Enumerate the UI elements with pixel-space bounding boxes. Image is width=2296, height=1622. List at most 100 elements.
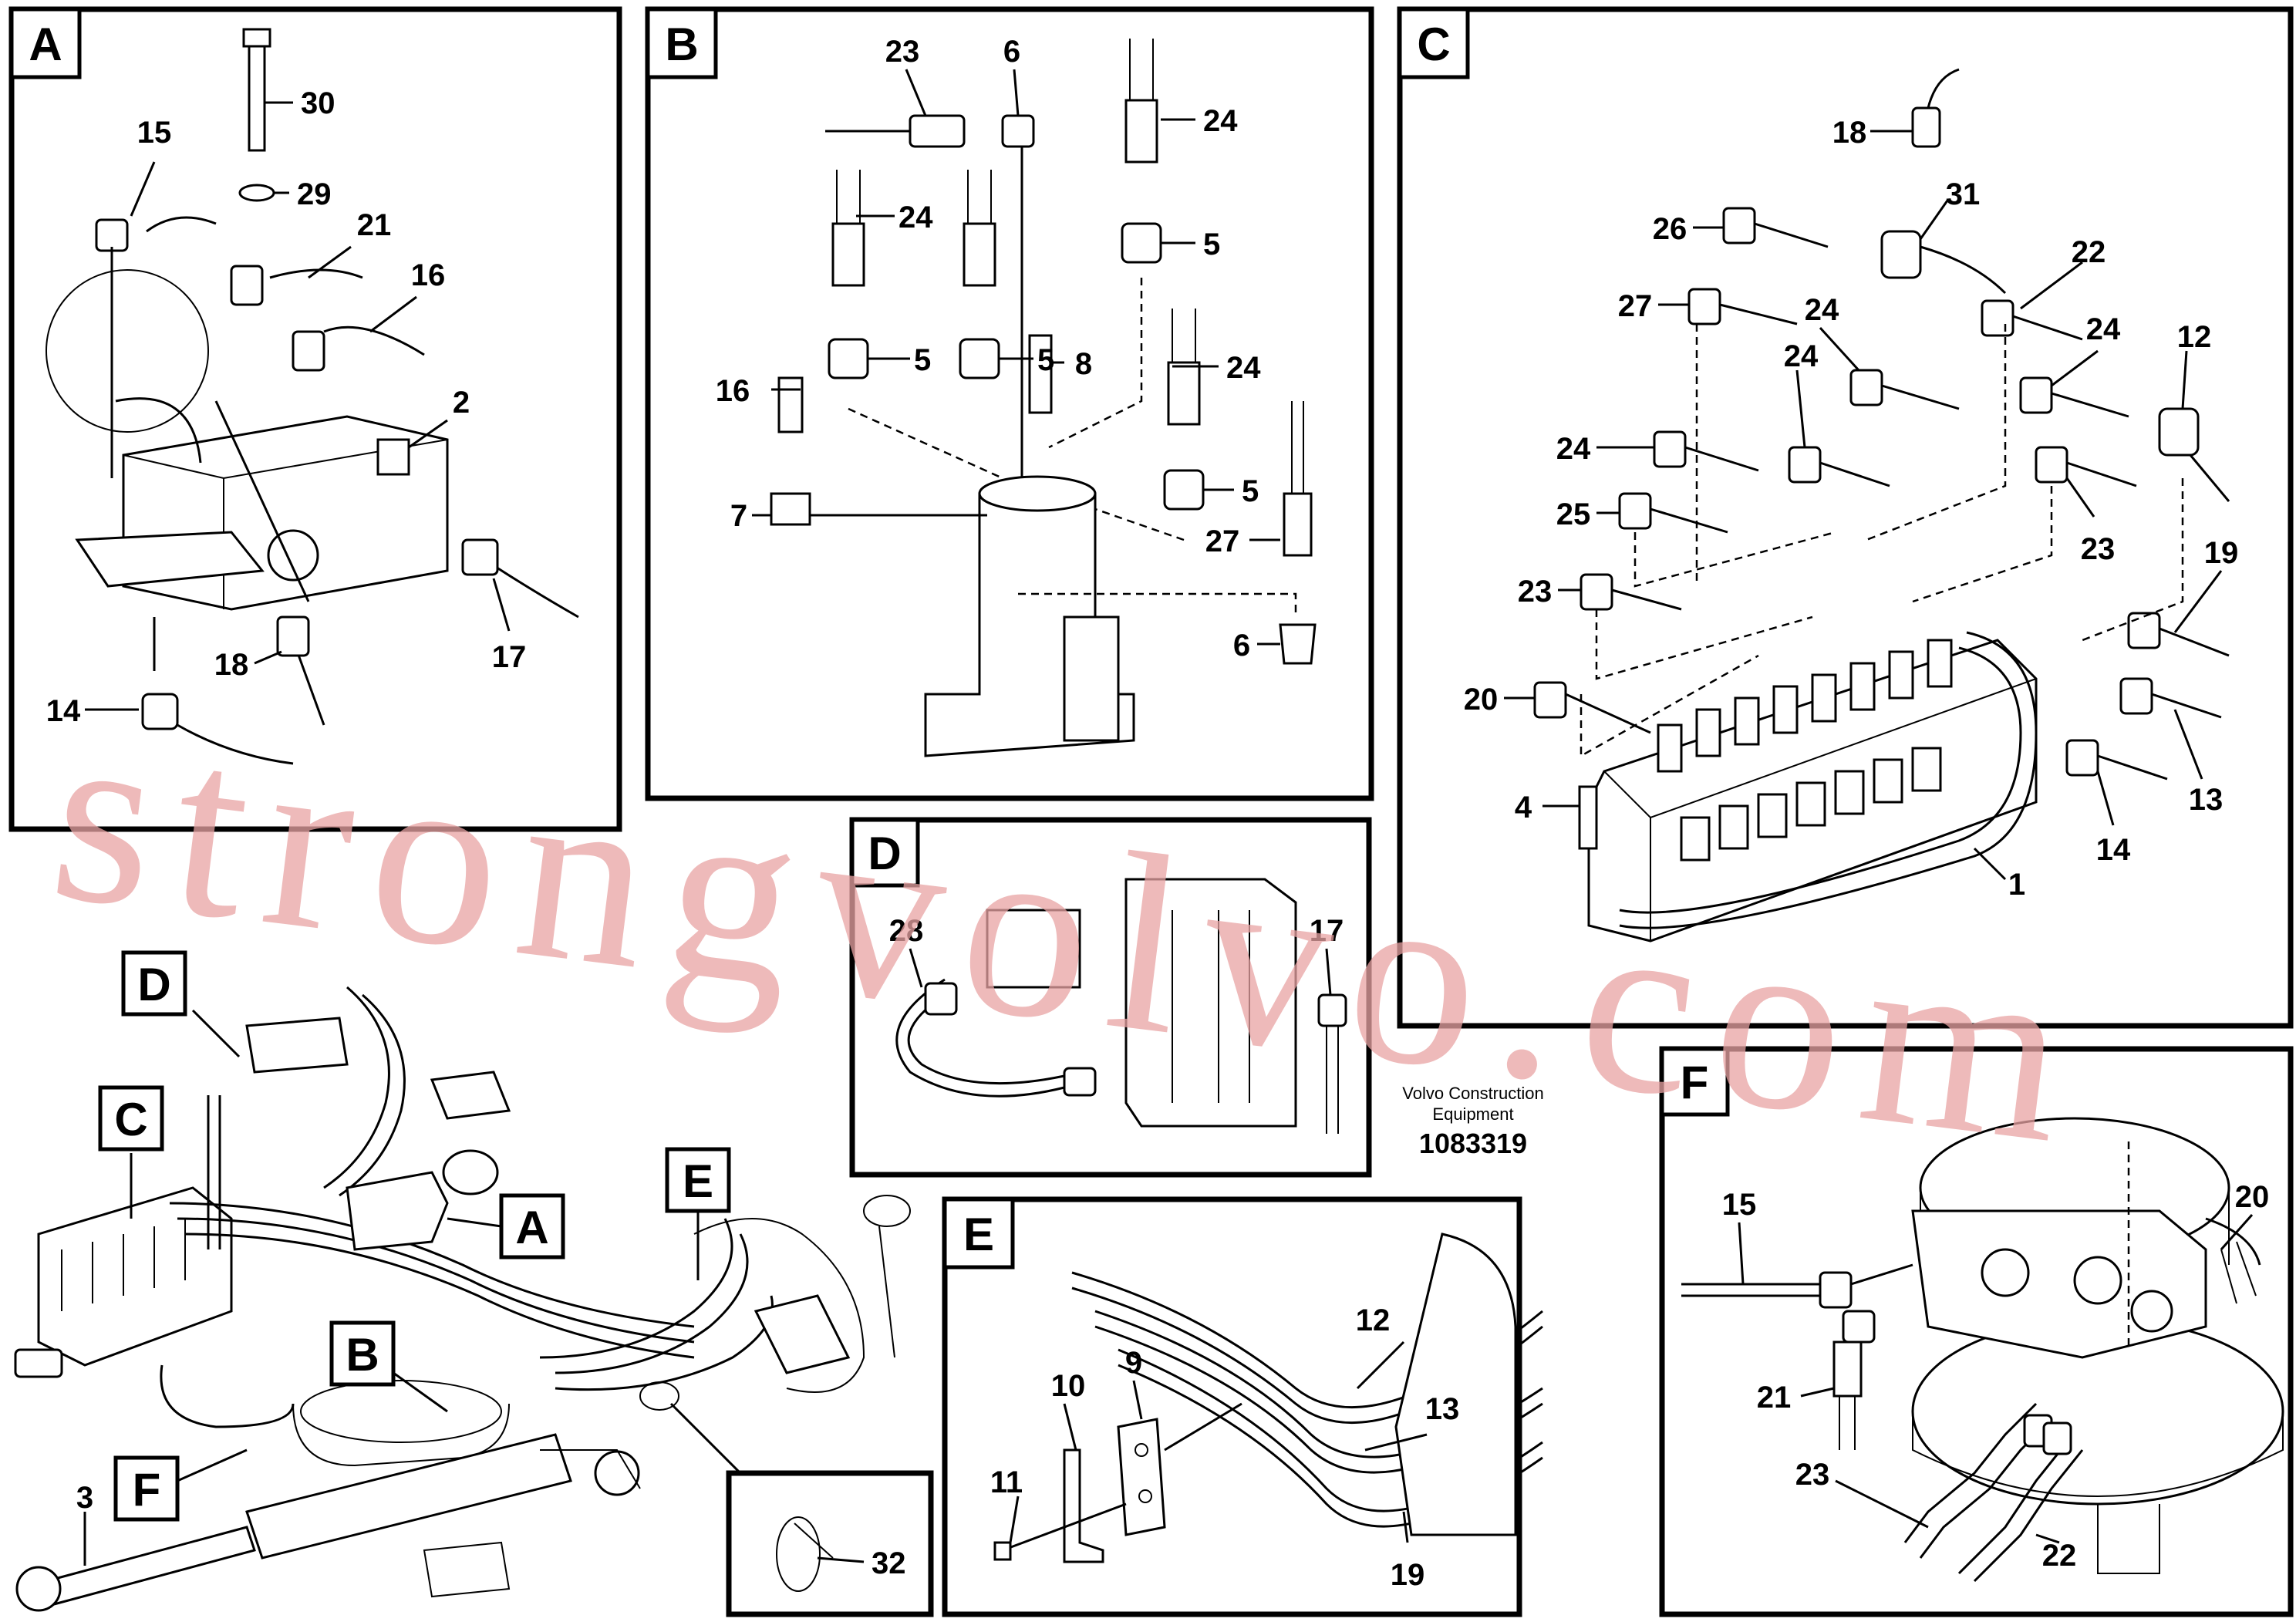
drawing-number: 1083319: [1419, 1128, 1527, 1159]
label-b-16: 16: [716, 374, 750, 408]
panel-e-tag: E: [963, 1209, 994, 1260]
overview-tag-f-box: [113, 1455, 180, 1522]
bolt-30: [248, 33, 266, 152]
panel-f-tag: F: [1681, 1057, 1709, 1108]
label-overview-3: 3: [76, 1481, 93, 1515]
drawing-caption: Volvo Construction Equipment 1083319: [1402, 1084, 1543, 1159]
manifold-bar: [75, 531, 265, 588]
label-a-2: 2: [453, 386, 470, 420]
detail-32-frame: [726, 1470, 934, 1617]
fitting-24-a: [1849, 369, 1883, 406]
hose-22-f: [1957, 1442, 2068, 1575]
caption-line1: Volvo Construction: [1402, 1084, 1543, 1103]
fitting-23-c: [2035, 446, 2068, 484]
label-overview-32: 32: [872, 1546, 906, 1580]
overview-tag-d: D: [137, 959, 170, 1010]
label-b-27: 27: [1205, 524, 1240, 558]
label-b-23: 23: [885, 35, 920, 69]
overview-tag-e: E: [683, 1155, 713, 1207]
panel-a-frame: [8, 6, 622, 832]
panel-c: C: [1397, 6, 2294, 1029]
label-b-5a: 5: [914, 343, 931, 377]
hose-27: [1283, 492, 1313, 557]
fitting-24-d: [1788, 446, 1822, 484]
label-c-24d: 24: [1556, 432, 1591, 466]
caption-line2: Equipment: [1432, 1104, 1513, 1124]
bolt-4: [1578, 785, 1598, 850]
fitting-18-c: [1911, 106, 1941, 148]
fitting-22: [1981, 299, 2014, 337]
plug: [267, 529, 319, 582]
fitting-24-b: [2019, 376, 2053, 414]
hose-24-left: [831, 222, 865, 287]
label-f-21: 21: [1757, 1381, 1792, 1415]
bracket-10: [1063, 1448, 1104, 1563]
panel-e-tag-box: [942, 1197, 1015, 1270]
fitting-18: [276, 615, 310, 657]
fitting-21-f: [1842, 1310, 1876, 1344]
overview-hose-bundle: [169, 1202, 695, 1328]
swing-valve-block: [1911, 1209, 2207, 1359]
label-c-22: 22: [2072, 235, 2106, 269]
label-f-20: 20: [2235, 1180, 2270, 1214]
label-c-13: 13: [2189, 783, 2224, 817]
label-f-22: 22: [2042, 1539, 2077, 1573]
panel-a-detail-circle: [46, 269, 209, 433]
label-a-15: 15: [137, 116, 172, 150]
hose-16-b: [777, 376, 804, 433]
pilot-block: [1124, 878, 1297, 1128]
hose-17-d: [1326, 1026, 1339, 1134]
hose-28: [895, 978, 1065, 1098]
clamp-block-9: [1117, 1418, 1166, 1536]
panel-b-tag: B: [665, 19, 698, 70]
fitting-26: [1722, 207, 1756, 244]
label-e-19: 19: [1391, 1558, 1425, 1592]
solenoid-valve: [986, 909, 1081, 989]
overview-pilot-block: [245, 1017, 349, 1074]
bolt-30-head: [242, 28, 271, 48]
label-d-28: 28: [889, 914, 924, 948]
panel-f: F 15 20 21 23 22: [1659, 1046, 2294, 1617]
label-a-17: 17: [492, 640, 527, 674]
fitting-17: [461, 538, 499, 576]
fitting-6-bottom: [1279, 623, 1317, 665]
overview-assembly: D C A E B F 3 32: [14, 950, 934, 1617]
fitting-5-mid: [959, 338, 1000, 379]
label-a-16: 16: [411, 258, 446, 292]
overview-tag-b-box: [329, 1320, 396, 1387]
panel-e: E 12 10 9 13 11 19: [942, 1196, 1543, 1617]
plug-8: [1028, 334, 1053, 414]
label-c-12: 12: [2177, 320, 2212, 354]
label-b-5c: 5: [1037, 343, 1054, 377]
label-f-23: 23: [1795, 1458, 1830, 1492]
hose-20-f: [2205, 1217, 2261, 1266]
label-a-29: 29: [297, 177, 332, 211]
hose-16: [323, 325, 425, 356]
label-c-27: 27: [1618, 289, 1653, 323]
washer-29: [238, 184, 275, 202]
fitting-25: [1618, 492, 1652, 530]
spool-stacks: [1657, 639, 1953, 862]
label-c-23a: 23: [2081, 532, 2116, 566]
fitting-5-lower: [1163, 469, 1205, 511]
panel-d: D 28 17: [849, 817, 1372, 1178]
hose-15: [146, 216, 217, 233]
label-b-8: 8: [1075, 347, 1092, 381]
hose-24-right: [1124, 99, 1158, 164]
label-c-18: 18: [1832, 116, 1867, 150]
label-c-14: 14: [2096, 833, 2131, 867]
label-a-18: 18: [214, 648, 249, 682]
fitting-14-c: [2065, 739, 2099, 777]
overview-tag-f: F: [133, 1464, 161, 1516]
elbow-7: [770, 492, 811, 526]
label-b-5b: 5: [1203, 228, 1220, 261]
label-b-6: 6: [1003, 35, 1020, 69]
label-e-13: 13: [1425, 1392, 1460, 1426]
panel-a-tag-box: [9, 7, 82, 79]
fitting-16: [292, 330, 325, 372]
overview-tag-a-box: [499, 1193, 565, 1259]
fitting-12: [2158, 407, 2200, 457]
label-b-5d: 5: [1242, 474, 1259, 508]
swing-motor-e: [1394, 1233, 1517, 1536]
